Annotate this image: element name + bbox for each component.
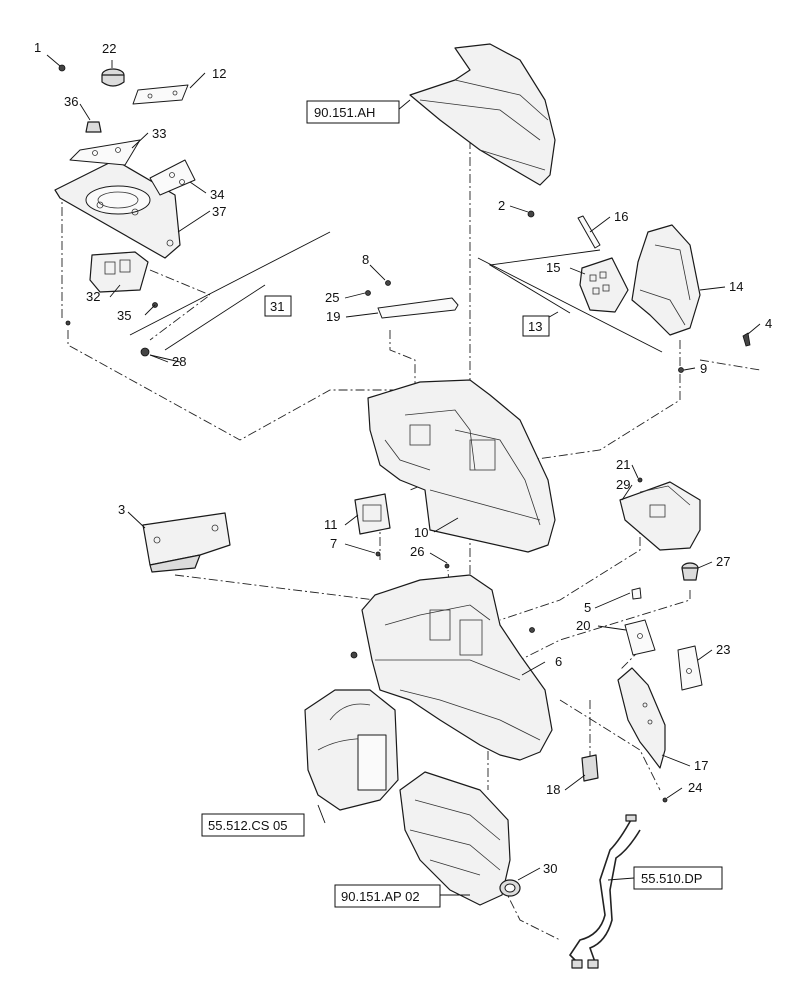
- callout-25: 25: [325, 290, 339, 305]
- connector-18: [581, 754, 599, 782]
- callout-11: 11: [324, 517, 338, 532]
- wire-harness: [568, 814, 641, 969]
- callout-30: 30: [543, 861, 557, 876]
- plate-12: [132, 84, 189, 105]
- bracket-19: [365, 280, 459, 319]
- ref-box-dp[interactable]: 55.510.DP: [633, 866, 723, 890]
- bracket-34: [149, 159, 196, 196]
- callout-16: 16: [614, 209, 628, 224]
- callout-4: 4: [765, 316, 772, 331]
- callout-2: 2: [498, 198, 505, 213]
- callout-1: 1: [34, 40, 41, 55]
- callout-34: 34: [210, 187, 224, 202]
- callout-22: 22: [102, 41, 116, 56]
- bezel-11: [354, 493, 391, 557]
- ref-box-cs[interactable]: 55.512.CS 05: [201, 813, 305, 837]
- callout-23: 23: [716, 642, 730, 657]
- callout-box-13: 13: [522, 315, 550, 337]
- callout-26: 26: [410, 544, 424, 559]
- callout-20: 20: [576, 618, 590, 633]
- callout-6: 6: [555, 654, 562, 669]
- bracket-20: [624, 619, 656, 656]
- console-lower-6: [350, 563, 553, 761]
- callout-19: 19: [326, 309, 340, 324]
- callout-31: 31: [270, 299, 284, 314]
- callout-box-31: 31: [264, 295, 292, 317]
- callout-29: 29: [616, 477, 630, 492]
- ref-90-151-ap-02: 90.151.AP 02: [341, 889, 420, 904]
- ref-55-512-cs-05: 55.512.CS 05: [208, 818, 288, 833]
- panel-3: [142, 512, 231, 573]
- callout-35: 35: [117, 308, 131, 323]
- callout-18: 18: [546, 782, 560, 797]
- callout-36: 36: [64, 94, 78, 109]
- callout-33: 33: [152, 126, 166, 141]
- knob-22: [101, 68, 125, 87]
- cover-panel: [409, 43, 556, 186]
- callout-15: 15: [546, 260, 560, 275]
- grommet-30: [499, 879, 521, 897]
- ref-90-151-ah: 90.151.AH: [314, 105, 375, 120]
- armrest-bracket-17: [617, 667, 668, 803]
- callout-12: 12: [212, 66, 226, 81]
- screw-9: [678, 367, 684, 373]
- gasket-33: [69, 139, 141, 166]
- switch-module-29: [619, 477, 701, 551]
- leader-lines: [46, 54, 761, 896]
- knob-27: [681, 562, 699, 581]
- handle-14: [631, 224, 701, 336]
- module-cs: [304, 689, 399, 811]
- callout-32: 32: [86, 289, 100, 304]
- bracket-23: [677, 645, 703, 691]
- callout-21: 21: [616, 457, 630, 472]
- callout-28: 28: [172, 354, 186, 369]
- console-upper-10: [367, 379, 556, 553]
- clip-5: [631, 587, 642, 600]
- callout-10: 10: [414, 525, 428, 540]
- connector-15: [579, 257, 629, 313]
- screw-2: [527, 210, 535, 218]
- callout-labels: 1 22 12 36 33 34 37 32 35 28 2 16 15 14 …: [34, 40, 772, 876]
- ref-box-ah[interactable]: 90.151.AH: [306, 100, 400, 124]
- callout-3: 3: [118, 502, 125, 517]
- switch-32: [89, 251, 149, 293]
- ref-box-ap[interactable]: 90.151.AP 02: [334, 884, 441, 908]
- callout-8: 8: [362, 252, 369, 267]
- callout-13: 13: [528, 319, 542, 334]
- callout-7: 7: [330, 536, 337, 551]
- callout-24: 24: [688, 780, 702, 795]
- ref-55-510-dp: 55.510.DP: [641, 871, 702, 886]
- module-ap: [399, 771, 511, 906]
- callout-17: 17: [694, 758, 708, 773]
- pin-16: [577, 215, 601, 249]
- callout-14: 14: [729, 279, 743, 294]
- callout-9: 9: [700, 361, 707, 376]
- callout-27: 27: [716, 554, 730, 569]
- callout-37: 37: [212, 204, 226, 219]
- callout-5: 5: [584, 600, 591, 615]
- screw-4: [742, 332, 751, 347]
- cap-36: [85, 121, 102, 133]
